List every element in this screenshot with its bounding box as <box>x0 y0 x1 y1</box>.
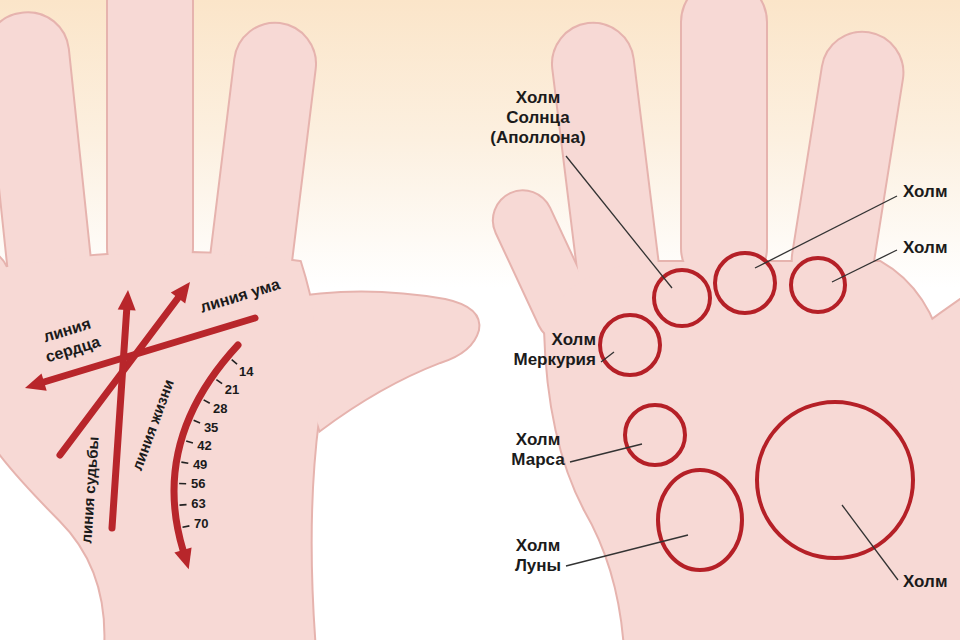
mount-label: Холм <box>903 572 947 592</box>
age-number: 56 <box>191 474 205 494</box>
age-number: 49 <box>193 455 207 475</box>
arrowhead <box>118 290 136 311</box>
mount-circles <box>600 253 913 570</box>
age-tick <box>186 441 193 443</box>
age-tick <box>204 400 210 403</box>
leader-line <box>832 250 897 282</box>
age-tick <box>179 483 186 485</box>
age-number: 63 <box>191 494 205 514</box>
leader-line <box>842 505 898 580</box>
hand-outline <box>0 0 478 640</box>
mount-circle <box>658 470 742 570</box>
arrowhead <box>171 282 190 303</box>
leader-line <box>570 444 642 462</box>
line-label: линия ума <box>198 274 283 317</box>
age-number: 70 <box>194 514 208 534</box>
hand-outline <box>484 0 960 640</box>
life-line <box>174 345 238 550</box>
age-tick <box>232 360 237 365</box>
age-number: 35 <box>204 418 218 438</box>
mount-label: Холм <box>903 182 947 202</box>
mount-circle <box>600 315 660 375</box>
arrowheads <box>25 282 192 569</box>
mount-label: Холм Марса <box>498 430 578 470</box>
left-hand <box>0 0 478 640</box>
line-label: линия жизни <box>127 377 178 474</box>
age-tick <box>216 380 222 384</box>
leader-line <box>566 156 672 288</box>
age-number: 14 <box>239 362 253 382</box>
mount-circle <box>757 402 913 558</box>
mount-label: Холм Луны <box>498 536 578 576</box>
mount-circle <box>791 258 845 312</box>
mount-circle <box>625 405 685 465</box>
age-tick <box>194 420 200 423</box>
right-hand <box>484 0 960 640</box>
line-label: линия сердца <box>30 310 111 369</box>
age-number: 28 <box>213 399 227 419</box>
leader-line <box>755 196 897 268</box>
age-tick <box>183 526 190 527</box>
age-number: 42 <box>197 436 211 456</box>
mount-label: Холм Меркурия <box>488 330 596 370</box>
fate-line <box>112 310 127 528</box>
mount-label: Холм Солнца (Аполлона) <box>488 88 588 148</box>
leader-line <box>601 352 614 362</box>
leader-line <box>566 535 688 566</box>
age-number: 21 <box>225 380 239 400</box>
age-tick <box>181 462 188 463</box>
mount-label: Холм <box>903 238 947 258</box>
leader-lines <box>566 156 898 580</box>
arrowhead <box>25 374 47 391</box>
age-tick <box>180 504 187 506</box>
line-label: линия судьбы <box>76 436 103 544</box>
mount-circle <box>654 270 710 326</box>
arrowhead <box>174 547 191 569</box>
